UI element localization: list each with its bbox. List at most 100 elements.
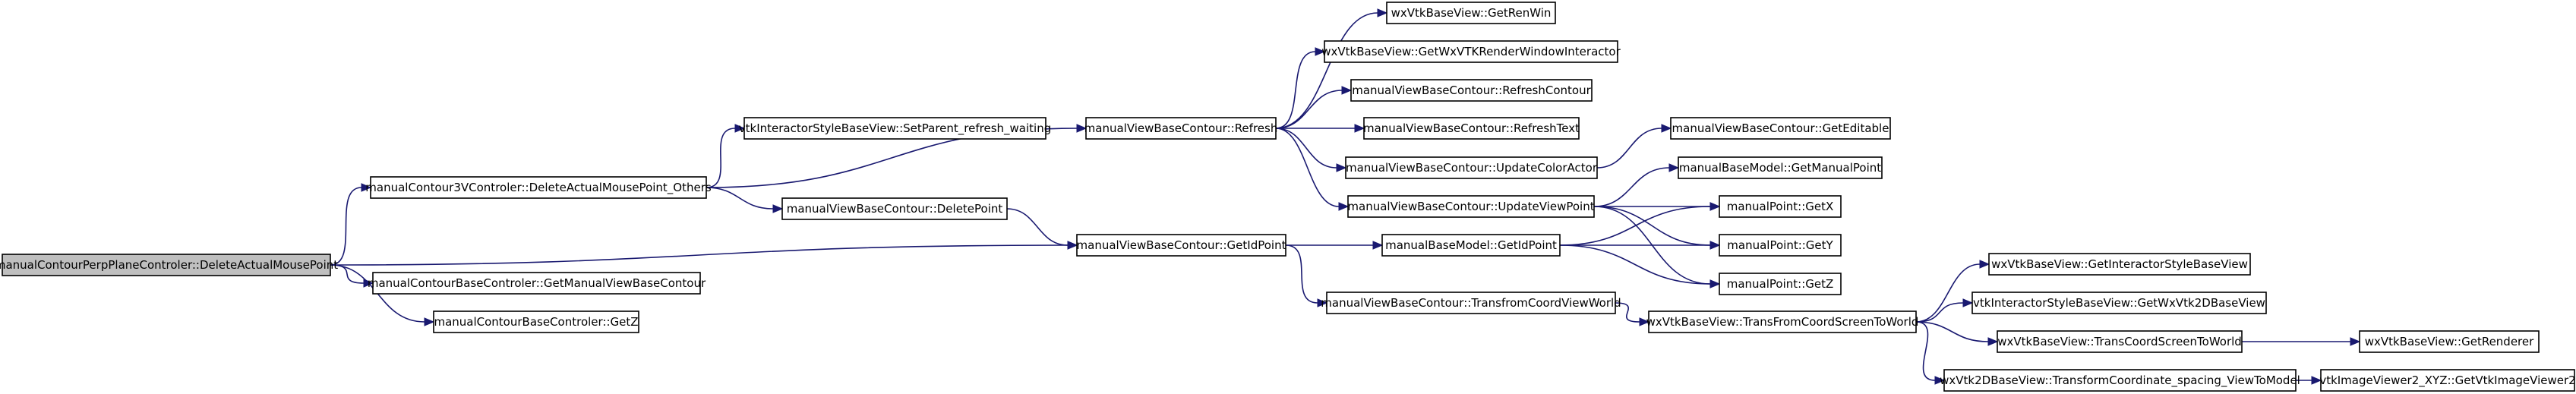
node-vtk-setparent[interactable]: vtkInteractorStyleBaseView::SetParent_re…: [739, 117, 1052, 140]
edge-arrowhead: [1709, 202, 1721, 211]
node-label: manualViewBaseContour::Refresh: [1084, 121, 1278, 135]
edge-arrowhead: [1979, 260, 1990, 269]
node-root: manualContourPerpPlaneControler::DeleteA…: [0, 254, 338, 276]
node-vtkimg-getviewer[interactable]: vtkImageViewer2_XYZ::GetVtkImageViewer2: [2319, 369, 2576, 392]
edge-arrowhead: [772, 204, 784, 213]
edge-mbm-getidpoint-to-mp-getz: [1559, 244, 1721, 288]
node-box: [1381, 234, 1561, 257]
node-box: [1971, 292, 2267, 314]
edge-line: [1915, 321, 1989, 342]
node-box: [1345, 156, 1598, 179]
edge-mvbc-transform-to-wx-transfrom: [1615, 302, 1650, 326]
node-cbc-getmanual[interactable]: manualContourBaseControler::GetManualVie…: [368, 272, 706, 295]
node-box: [1326, 292, 1616, 314]
node-box: [1076, 234, 1286, 257]
node-box: [1988, 253, 2251, 276]
edge-arrowhead: [1317, 298, 1328, 307]
edge-arrowhead: [1377, 8, 1388, 17]
node-label: manualPoint::GetY: [1727, 238, 1833, 252]
node-box: [2, 254, 331, 276]
node-label: wxVtkBaseView::TransFromCoordScreenToWor…: [1646, 315, 1919, 329]
node-wx2d-transformcoord[interactable]: wxVtk2DBaseView::TransformCoordinate_spa…: [1940, 369, 2300, 392]
node-c3v-delete[interactable]: manualContour3VControler::DeleteActualMo…: [365, 176, 712, 199]
node-mp-getz[interactable]: manualPoint::GetZ: [1719, 273, 1842, 295]
edge-wx-transfrom-to-vtk-getwxvtk2d: [1915, 298, 1974, 323]
node-wx-getrenwin[interactable]: wxVtkBaseView::GetRenWin: [1386, 2, 1556, 24]
edge-wx2d-transformcoord-to-vtkimg-getviewer: [2295, 376, 2322, 385]
edge-arrowhead: [1962, 298, 1974, 307]
edge-line: [330, 244, 1069, 266]
node-label: vtkInteractorStyleBaseView::SetParent_re…: [739, 121, 1052, 136]
edge-root-to-c3v-delete: [330, 183, 372, 266]
edge-line: [1275, 90, 1343, 129]
edge-mvbc-refresh-to-wx-getinteractor: [1275, 47, 1326, 129]
node-vtk-getwxvtk2d[interactable]: vtkInteractorStyleBaseView::GetWxVtk2DBa…: [1971, 292, 2267, 314]
edge-line: [1596, 128, 1662, 169]
node-mp-gety[interactable]: manualPoint::GetY: [1719, 234, 1842, 257]
node-cbc-getz[interactable]: manualContourBaseControler::GetZ: [433, 310, 639, 333]
node-mbm-getmanualpoint[interactable]: manualBaseModel::GetManualPoint: [1678, 156, 1883, 179]
edge-mvbc-updateview-to-mp-gety: [1593, 206, 1721, 250]
node-mvbc-refreshcontour[interactable]: manualViewBaseContour::RefreshContour: [1350, 79, 1593, 102]
node-label: wxVtkBaseView::GetInteractorStyleBaseVie…: [1991, 257, 2248, 271]
edge-mvbc-getidpoint-to-mvbc-transform: [1285, 244, 1328, 307]
node-wx-getinteractor[interactable]: wxVtkBaseView::GetWxVTKRenderWindowInter…: [1321, 40, 1621, 63]
edges-layer: [330, 8, 2361, 385]
node-wx-getinteractorstyle[interactable]: wxVtkBaseView::GetInteractorStyleBaseVie…: [1988, 253, 2251, 276]
edge-arrowhead: [1341, 86, 1353, 95]
node-mvbc-deletepoint[interactable]: manualViewBaseContour::DeletePoint: [781, 197, 1008, 220]
node-mp-getx[interactable]: manualPoint::GetX: [1719, 195, 1842, 218]
node-mvbc-updatecolor[interactable]: manualViewBaseContour::UpdateColorActor: [1345, 156, 1598, 179]
node-box: [2359, 330, 2540, 353]
node-box: [781, 197, 1008, 220]
node-label: manualPoint::GetX: [1727, 200, 1834, 213]
edge-arrowhead: [1934, 376, 1946, 385]
edge-mbm-getidpoint-to-mp-getx: [1559, 202, 1721, 246]
node-label: manualViewBaseContour::UpdateViewPoint: [1347, 200, 1594, 213]
edge-line: [1615, 302, 1640, 323]
edge-arrowhead: [1354, 124, 1365, 133]
edge-line: [1275, 128, 1337, 169]
node-mvbc-refreshtext[interactable]: manualViewBaseContour::RefreshText: [1363, 117, 1580, 140]
edge-line: [706, 187, 774, 210]
edge-mvbc-deletepoint-to-mvbc-getidpoint: [1006, 208, 1078, 250]
edge-line: [1915, 321, 1936, 381]
node-wx-getrenderer[interactable]: wxVtkBaseView::GetRenderer: [2359, 330, 2540, 353]
node-mvbc-updateview[interactable]: manualViewBaseContour::UpdateViewPoint: [1347, 195, 1595, 218]
node-mvbc-getidpoint[interactable]: manualViewBaseContour::GetIdPoint: [1076, 234, 1286, 257]
node-box: [743, 117, 1046, 140]
edge-mvbc-refresh-to-mvbc-refreshcontour: [1275, 86, 1353, 129]
node-label: manualViewBaseContour::TransfromCoordVie…: [1321, 296, 1621, 310]
node-label: manualContourBaseControler::GetZ: [434, 315, 638, 329]
node-label: vtkImageViewer2_XYZ::GetVtkImageViewer2: [2319, 374, 2575, 388]
node-mvbc-refresh[interactable]: manualViewBaseContour::Refresh: [1084, 117, 1278, 140]
node-label: manualContourPerpPlaneControler::DeleteA…: [0, 258, 338, 272]
edge-arrowhead: [1336, 163, 1347, 172]
node-mvbc-transform[interactable]: manualViewBaseContour::TransfromCoordVie…: [1321, 292, 1621, 314]
node-label: manualViewBaseContour::RefreshText: [1363, 121, 1580, 135]
edge-line: [1559, 244, 1711, 285]
node-label: manualContour3VControler::DeleteActualMo…: [365, 181, 712, 195]
node-box: [1719, 195, 1842, 218]
node-box: [1350, 79, 1593, 102]
edge-mvbc-refresh-to-mvbc-updatecolor: [1275, 128, 1347, 172]
edge-arrowhead: [1661, 124, 1672, 133]
node-wx-transfrom[interactable]: wxVtkBaseView::TransFromCoordScreenToWor…: [1646, 310, 1919, 333]
edge-wx-transcoord-to-wx-getrenderer: [2242, 337, 2361, 346]
edge-arrowhead: [361, 183, 372, 192]
edge-arrowhead: [2311, 376, 2322, 385]
edge-c3v-delete-to-vtk-setparent: [706, 124, 746, 188]
node-label: manualPoint::GetZ: [1727, 277, 1834, 291]
node-wx-transcoord[interactable]: wxVtkBaseView::TransCoordScreenToWorld: [1997, 330, 2243, 353]
node-mbm-getidpoint[interactable]: manualBaseModel::GetIdPoint: [1381, 234, 1561, 257]
node-label: wxVtkBaseView::GetRenderer: [2365, 335, 2534, 348]
edge-line: [1593, 206, 1711, 246]
edge-c3v-delete-to-mvbc-deletepoint: [706, 187, 784, 213]
edge-arrowhead: [734, 124, 746, 133]
node-box: [1943, 369, 2297, 392]
node-box: [370, 176, 707, 199]
edge-mvbc-refresh-to-mvbc-refreshtext: [1275, 124, 1365, 133]
node-mvbc-geteditable[interactable]: manualViewBaseContour::GetEditable: [1670, 117, 1891, 140]
node-label: manualViewBaseContour::DeletePoint: [787, 202, 1003, 216]
